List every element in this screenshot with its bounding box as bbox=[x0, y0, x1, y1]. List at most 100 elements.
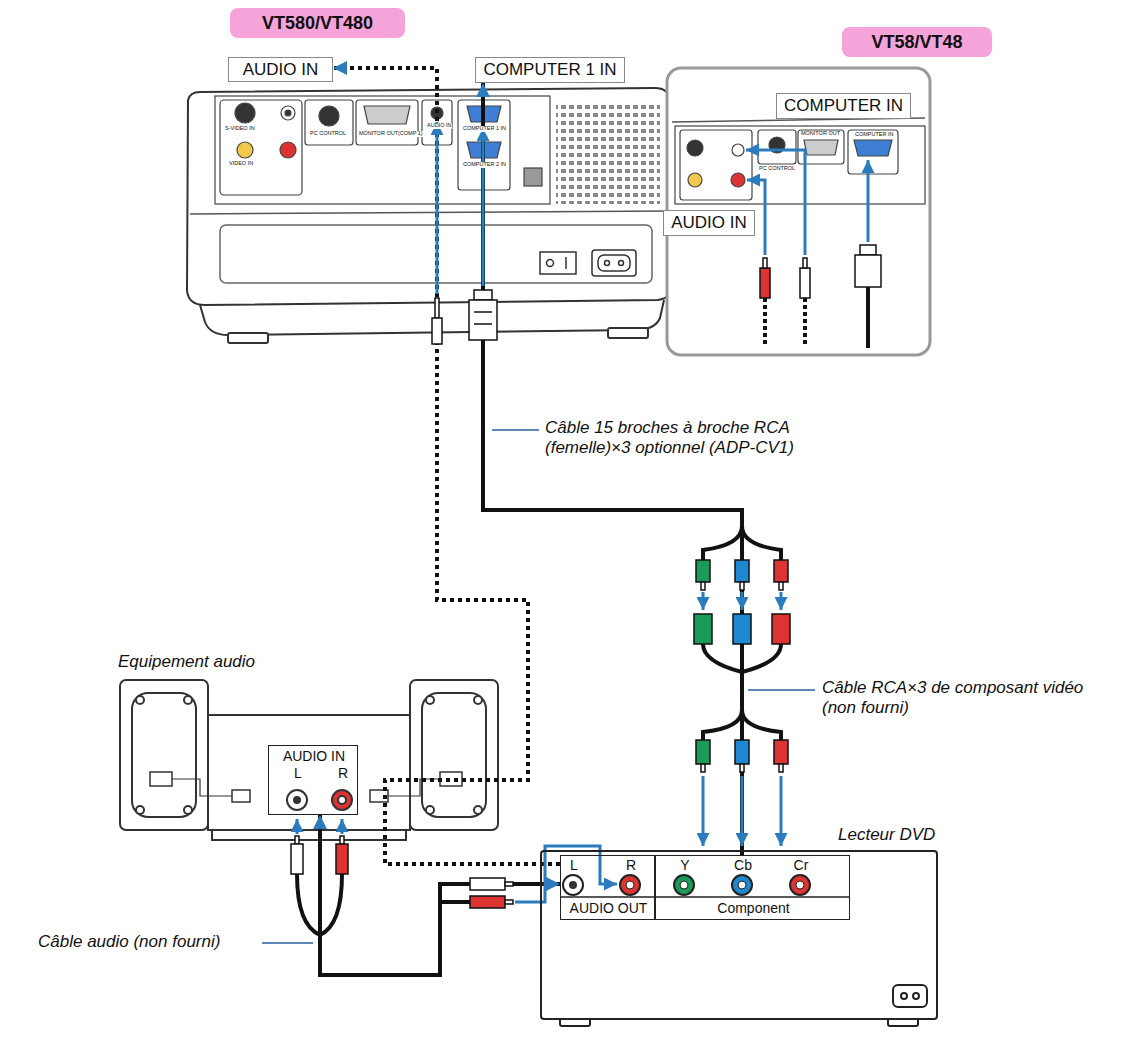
speaker bbox=[120, 680, 498, 840]
power-switch bbox=[540, 250, 636, 276]
plug bbox=[779, 764, 783, 772]
plug bbox=[774, 560, 788, 582]
port-label: S-VIDEO IN bbox=[224, 126, 256, 132]
dvd-player-body bbox=[893, 985, 927, 1007]
port-callout: AUDIO IN bbox=[228, 57, 333, 82]
power-switch bbox=[547, 260, 554, 267]
plug bbox=[474, 323, 492, 325]
plug bbox=[860, 245, 876, 255]
node-text: AUDIO IN bbox=[671, 213, 747, 233]
plug bbox=[295, 836, 299, 844]
inset-panel bbox=[675, 126, 925, 204]
inset-panel bbox=[680, 130, 752, 200]
plug bbox=[469, 300, 497, 340]
projector-panel bbox=[237, 142, 253, 158]
speaker bbox=[338, 796, 346, 804]
plug bbox=[800, 268, 810, 298]
cable-connector bbox=[320, 815, 560, 975]
dvd-player-body bbox=[626, 881, 634, 889]
cable bbox=[320, 874, 342, 935]
inset-panel bbox=[687, 140, 703, 156]
projector-body bbox=[187, 88, 672, 305]
speaker bbox=[422, 693, 486, 817]
inset-panel bbox=[732, 144, 744, 156]
leader-line bbox=[748, 689, 815, 691]
speaker bbox=[212, 830, 406, 840]
plug bbox=[803, 258, 807, 268]
projector-body bbox=[228, 333, 268, 343]
blue-arrow bbox=[741, 776, 744, 846]
plug bbox=[855, 255, 881, 287]
node-text: Cb bbox=[734, 857, 752, 873]
node-text: COMPUTER 1 IN bbox=[483, 60, 616, 80]
cable bbox=[297, 285, 868, 935]
projector-panel bbox=[356, 100, 418, 145]
model-label: VT58/VT48 bbox=[842, 27, 992, 57]
speaker bbox=[474, 696, 482, 704]
leader-line bbox=[492, 429, 539, 431]
node-text: R bbox=[338, 765, 348, 781]
plug bbox=[474, 290, 492, 300]
dvd-player-body bbox=[680, 881, 688, 889]
port-label: MONITOR OUT bbox=[800, 131, 841, 137]
plug bbox=[760, 268, 770, 298]
cable bbox=[703, 710, 742, 740]
speaker bbox=[293, 796, 301, 804]
node-text: L bbox=[570, 857, 578, 873]
blue-arrow bbox=[746, 150, 805, 255]
port-callout: AUDIO IN bbox=[663, 210, 755, 236]
port-label: PC CONTROL bbox=[309, 131, 347, 137]
audio-in-panel: AUDIO INL R bbox=[268, 745, 358, 815]
plug bbox=[470, 896, 505, 908]
dvd-player-body bbox=[732, 875, 752, 895]
port-label: VIDEO IN bbox=[228, 161, 254, 167]
node-text: R bbox=[626, 857, 636, 873]
blue-arrow bbox=[436, 122, 439, 294]
dvd-player-body bbox=[560, 896, 850, 898]
leader-line bbox=[262, 942, 313, 944]
node-text: Cr bbox=[794, 857, 809, 873]
blue-arrow bbox=[702, 776, 705, 846]
speaker bbox=[268, 745, 358, 815]
node-text: Y bbox=[680, 857, 689, 873]
projector-body bbox=[190, 211, 670, 214]
port-label: PC CONTROL bbox=[758, 166, 796, 172]
cable bbox=[763, 298, 767, 345]
plug bbox=[733, 614, 751, 644]
projector-body bbox=[608, 328, 648, 338]
plug bbox=[701, 582, 705, 590]
plug bbox=[470, 878, 505, 890]
port-label: MONITOR OUT(COMP 1) bbox=[358, 131, 424, 137]
plug bbox=[505, 900, 513, 904]
plug bbox=[432, 318, 442, 344]
node-text: AUDIO OUT bbox=[570, 900, 648, 916]
port-callout: COMPUTER 1 IN bbox=[475, 57, 625, 83]
projector-panel bbox=[220, 100, 302, 195]
port-label: COMPUTER IN bbox=[854, 132, 895, 138]
node-text: AUDIO IN bbox=[283, 748, 345, 764]
blue-arrow bbox=[341, 819, 344, 834]
plug bbox=[336, 844, 348, 874]
port-callout: COMPUTER IN bbox=[776, 93, 911, 119]
inset-panel bbox=[675, 126, 925, 204]
speaker bbox=[136, 696, 144, 704]
node-text: L bbox=[294, 765, 302, 781]
port-label: COMPUTER 2 IN bbox=[462, 162, 507, 168]
node-text: Lecteur DVD bbox=[838, 825, 935, 845]
blue-arrow bbox=[702, 592, 705, 610]
dvd-player-body bbox=[569, 881, 577, 889]
audio-out-panel: L R AUDIO OUT bbox=[560, 855, 655, 920]
projector-panel bbox=[524, 168, 542, 186]
cable-connector bbox=[483, 83, 742, 855]
cable bbox=[742, 644, 781, 672]
dvd-player-body bbox=[674, 875, 694, 895]
leader-line bbox=[262, 430, 815, 943]
blue-arrow bbox=[780, 776, 783, 846]
inset-panel bbox=[854, 140, 892, 156]
dvd-player: LRAUDIO OUTYCbCrComponentLecteur DVD bbox=[540, 850, 938, 1020]
speaker bbox=[136, 806, 144, 814]
projector-body bbox=[187, 88, 672, 343]
plug bbox=[735, 560, 749, 582]
